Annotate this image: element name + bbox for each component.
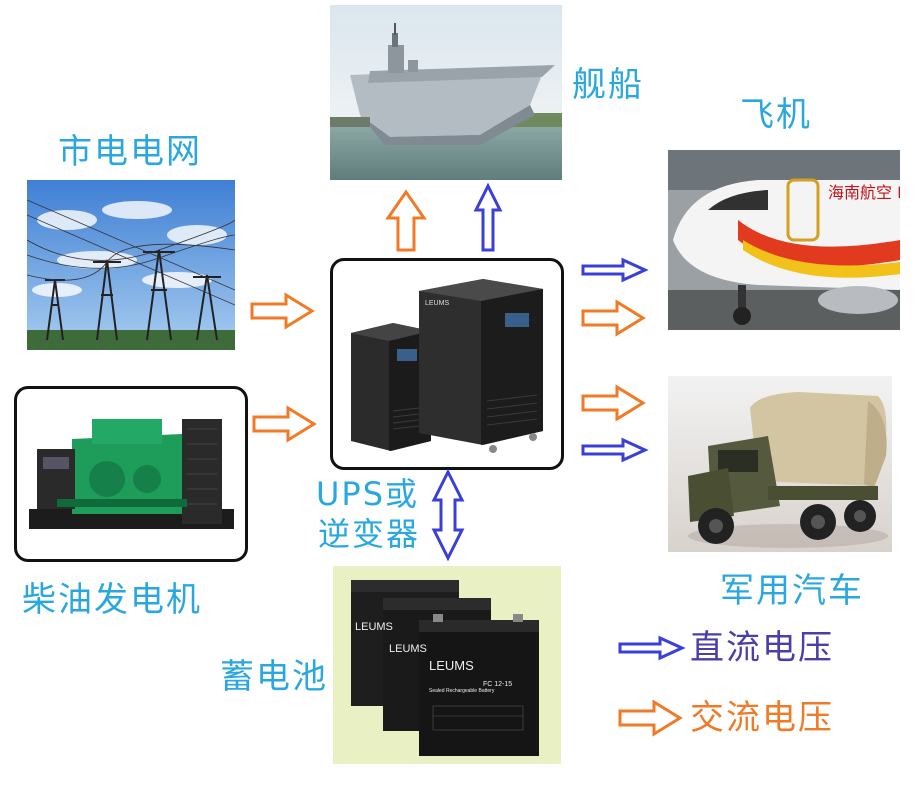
dc-arrow-ups-to-ship <box>473 182 503 252</box>
svg-text:FC 12-15: FC 12-15 <box>483 681 512 688</box>
grid-photo <box>27 180 235 350</box>
ups-frame: LEUMS <box>330 258 564 470</box>
dc-arrow-ups-to-aircraft <box>581 258 647 282</box>
battery-brand-logo: LEUMS <box>429 658 474 673</box>
svg-text:LEUMS: LEUMS <box>355 621 393 633</box>
battery-photo: LEUMS LEUMS LEUMS FC 12-15 Sealed Rechar… <box>333 566 561 764</box>
svg-text:Sealed Rechargeable Battery: Sealed Rechargeable Battery <box>429 688 495 694</box>
ac-arrow-ups-to-aircraft <box>581 300 645 336</box>
battery-label: 蓄电池 <box>220 657 328 697</box>
ups-brand-logo: LEUMS <box>425 300 449 307</box>
truck-label: 军用汽车 <box>720 571 864 611</box>
airline-logo: 海南航空 H <box>828 183 900 202</box>
dc-arrow-ups-to-truck <box>581 438 647 462</box>
generator-label: 柴油发电机 <box>22 580 202 620</box>
ship-photo <box>330 5 562 180</box>
legend-dc-arrow <box>618 636 684 660</box>
truck-photo <box>668 376 892 552</box>
ac-arrow-grid-to-ups <box>250 293 314 329</box>
ship-label: 舰船 <box>572 65 644 105</box>
legend-dc-label: 直流电压 <box>690 628 834 668</box>
ups-label-line2: 逆变器 <box>318 515 421 553</box>
ups-photo: LEUMS <box>351 279 543 453</box>
ac-arrow-ups-to-ship <box>385 189 427 252</box>
legend-ac-label: 交流电压 <box>690 698 834 738</box>
svg-text:LEUMS: LEUMS <box>389 643 427 655</box>
ac-arrow-generator-to-ups <box>252 406 316 442</box>
aircraft-label: 飞机 <box>740 95 812 135</box>
aircraft-photo: 海南航空 H <box>668 150 900 330</box>
legend-ac-arrow <box>618 700 682 736</box>
grid-label: 市电电网 <box>58 132 202 172</box>
generator-frame <box>14 386 248 562</box>
ac-arrow-ups-to-truck <box>581 385 645 421</box>
ups-label-line1: UPS或 <box>316 475 420 513</box>
dc-arrow-ups-battery <box>431 468 465 562</box>
generator-photo <box>29 419 234 529</box>
